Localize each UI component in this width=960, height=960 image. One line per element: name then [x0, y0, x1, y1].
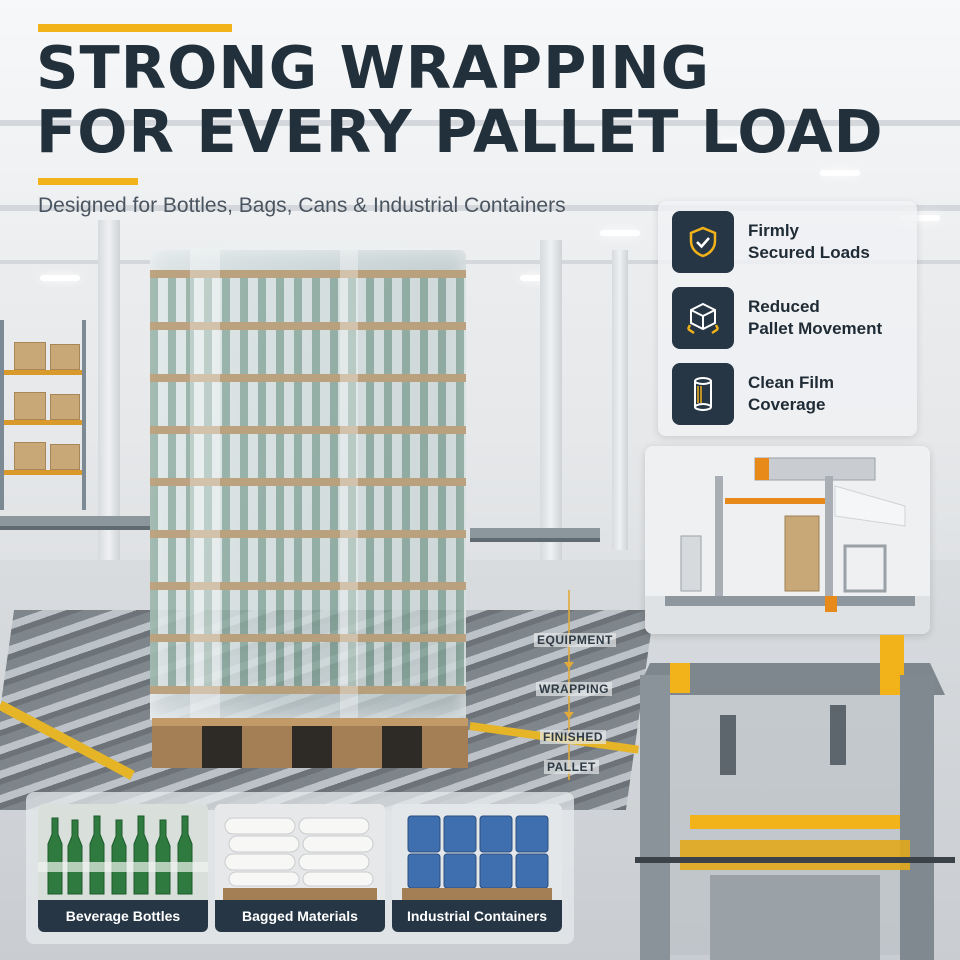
- flow-step-finished: FINISHED: [540, 730, 607, 744]
- film-roll-icon: [672, 363, 734, 425]
- feature-label-line2: Secured Loads: [748, 243, 870, 262]
- wrapping-machine-photo: [645, 446, 930, 634]
- feature-item: Reduced Pallet Movement: [672, 287, 882, 349]
- flow-step-equipment: EQUIPMENT: [534, 633, 616, 647]
- feature-label-line1: Firmly: [748, 221, 800, 240]
- cube-arrows-icon: [672, 287, 734, 349]
- product-label: Beverage Bottles: [38, 900, 208, 932]
- ceiling-light: [40, 275, 80, 281]
- pallet-wrapper-machine: [630, 635, 960, 960]
- support-column: [98, 220, 120, 640]
- accent-bar-bottom: [38, 178, 138, 185]
- feature-label-line2: Coverage: [748, 395, 826, 414]
- product-card-bottles: Beverage Bottles: [38, 804, 208, 932]
- ceiling-beam: [0, 120, 960, 126]
- support-column: [612, 250, 628, 550]
- flow-step-wrapping: WRAPPING: [536, 682, 612, 696]
- features-card: Firmly Secured Loads Reduced Pallet Move…: [658, 201, 917, 436]
- conveyor-far: [470, 528, 600, 542]
- feature-item: Clean Film Coverage: [672, 363, 834, 425]
- product-card-containers: Industrial Containers: [392, 804, 562, 932]
- storage-rack: [0, 320, 86, 510]
- accent-bar-top: [38, 24, 232, 32]
- title-line-1: STRONG WRAPPING: [36, 33, 711, 102]
- product-types-panel: Beverage Bottles Bagged Materials: [26, 792, 574, 944]
- product-label: Industrial Containers: [392, 900, 562, 932]
- conveyor-far: [0, 516, 150, 530]
- flow-arrow-icon: [564, 662, 574, 669]
- subtitle: Designed for Bottles, Bags, Cans & Indus…: [38, 194, 566, 217]
- wooden-pallet: [152, 718, 468, 768]
- bottles-image: [38, 804, 208, 900]
- ceiling-light: [820, 170, 860, 176]
- containers-image: [392, 804, 562, 900]
- ceiling-light: [600, 230, 640, 236]
- feature-label-line2: Pallet Movement: [748, 319, 883, 338]
- ceiling-beam: [0, 260, 960, 264]
- shield-check-icon: [672, 211, 734, 273]
- feature-item: Firmly Secured Loads: [672, 211, 870, 273]
- flow-arrow-icon: [564, 712, 574, 719]
- ceiling-beam: [0, 205, 960, 211]
- bags-image: [215, 804, 385, 900]
- feature-label-line1: Reduced: [748, 297, 820, 316]
- feature-label-line1: Clean Film: [748, 373, 834, 392]
- product-label: Bagged Materials: [215, 900, 385, 932]
- support-column: [540, 240, 562, 570]
- flow-step-pallet: PALLET: [544, 760, 599, 774]
- ceiling-light: [720, 140, 760, 146]
- product-card-bags: Bagged Materials: [215, 804, 385, 932]
- title-line-2: FOR EVERY PALLET LOAD: [36, 97, 884, 166]
- page-title: STRONG WRAPPING FOR EVERY PALLET LOAD: [36, 36, 884, 164]
- ceiling-light: [900, 215, 940, 221]
- wrapped-pallet-stack: [150, 250, 466, 720]
